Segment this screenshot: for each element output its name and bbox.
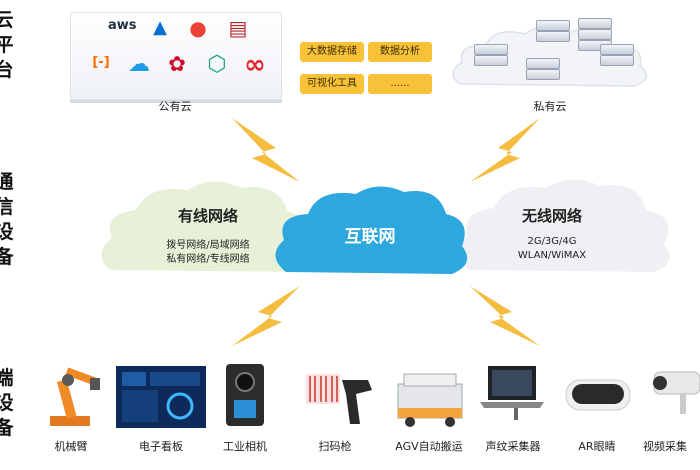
wireless-cloud [458, 179, 671, 272]
device-label-industrial-camera: 工业相机 [223, 440, 267, 453]
server-icon [474, 44, 508, 55]
wired-network-line: 拨号网络/局域网络 [166, 240, 250, 251]
industrial-camera-icon [226, 364, 264, 426]
device-label-agv: AGV自动搬运 [395, 440, 463, 453]
device-label-robot-arm: 机械臂 [54, 440, 88, 453]
device-label-video-capture: 视频采集 [643, 440, 687, 453]
wireless-network-line: 2G/3G/4G [527, 236, 577, 247]
azure-logo: ▲ [153, 17, 167, 38]
service-tag-more: ...... [368, 74, 432, 94]
server-icon [526, 58, 560, 69]
service-tag-visualization: 可视化工具 [300, 74, 364, 94]
oracle-logo: ▤ [228, 16, 248, 40]
side-label-terminal-devices: 端 设 备 [0, 367, 14, 439]
device-label-voiceprint: 声纹采集器 [485, 440, 541, 453]
service-tag-big-data-storage: 大数据存储 [300, 42, 364, 62]
server-icon [536, 20, 570, 31]
huawei-logo: ✿ [168, 52, 186, 76]
lightning-icon [470, 286, 540, 346]
lightning-icon [232, 286, 300, 346]
lightning-icon [470, 118, 540, 182]
server-icon [474, 55, 508, 66]
device-label-barcode-scanner: 扫码枪 [318, 440, 352, 453]
google-cloud-logo: ● [189, 16, 207, 40]
side-label-cloud-platform: 云 平 台 [0, 9, 14, 81]
aliyun-logo: [-] [92, 55, 110, 70]
internet-cloud [275, 186, 468, 274]
public-cloud-platform [70, 12, 282, 100]
server-icon [578, 29, 612, 40]
robot-arm-icon [50, 367, 100, 426]
surveillance-camera-icon [653, 371, 700, 414]
wired-cloud [101, 181, 314, 272]
device-label-dashboard: 电子看板 [139, 440, 183, 453]
ar-glasses-icon [565, 379, 631, 411]
ucloud-logo: ∞ [244, 50, 266, 80]
private-cloud-label: 私有云 [533, 100, 567, 113]
internet-title: 互联网 [344, 227, 396, 247]
side-label-comm-devices: 通 信 设 备 [0, 171, 14, 268]
service-tag-data-analysis: 数据分析 [368, 42, 432, 62]
wired-network-title: 有线网络 [177, 207, 238, 225]
wired-network-line: 私有网络/专线网络 [166, 254, 250, 265]
device-illustrations [50, 364, 700, 428]
barcode-scanner-icon [306, 374, 372, 424]
device-label-ar-glasses: AR眼睛 [578, 440, 616, 453]
dashboard-icon [116, 366, 206, 428]
aws-logo: aws [108, 18, 137, 33]
tencent-cloud-logo: ☁ [128, 52, 150, 77]
qingcloud-logo: ⬡ [207, 52, 227, 77]
laptop-icon [480, 366, 544, 420]
server-icon [600, 44, 634, 55]
wireless-network-line: WLAN/WiMAX [517, 250, 587, 261]
agv-icon [397, 373, 463, 427]
server-icon [526, 69, 560, 80]
public-cloud-label: 公有云 [158, 100, 192, 113]
server-icon [578, 18, 612, 29]
lightning-icon [232, 118, 300, 182]
wireless-network-title: 无线网络 [521, 207, 582, 225]
server-icon [600, 55, 634, 66]
server-icon [536, 31, 570, 42]
